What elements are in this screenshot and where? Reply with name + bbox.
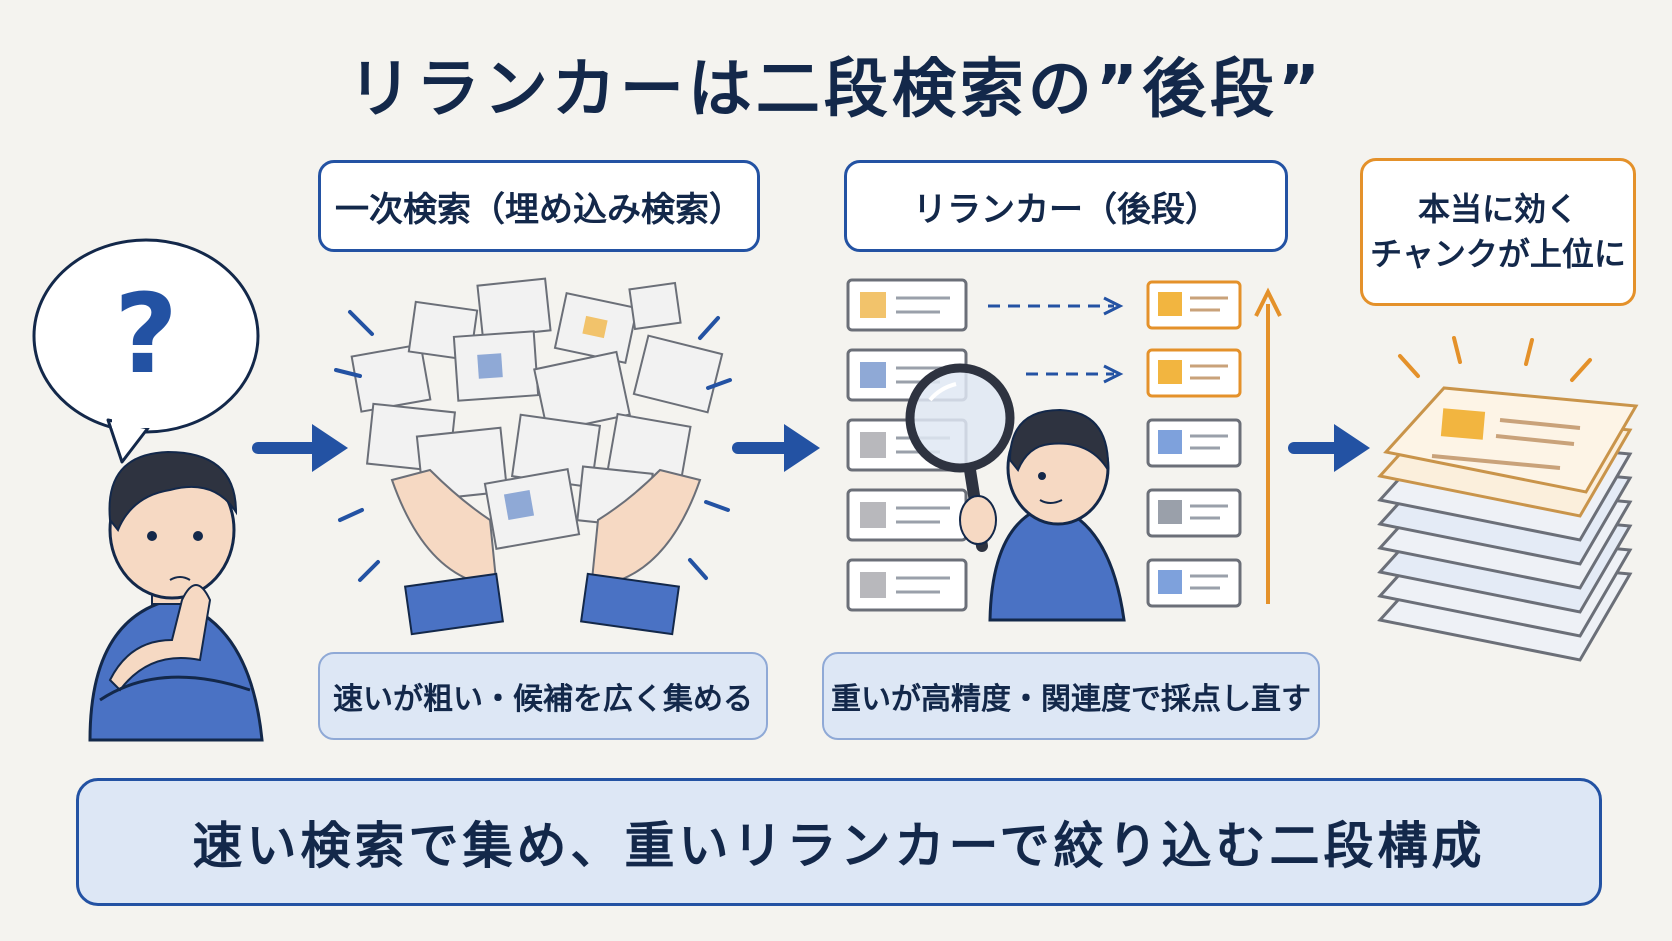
stage3-label: 本当に効く チャンクが上位に [1360,158,1636,306]
stage2-label: リランカー（後段） [844,160,1288,252]
stage1-label: 一次検索（埋め込み検索） [318,160,760,252]
document-pile-icon [334,277,732,636]
stage1-caption: 速いが粗い・候補を広く集める [318,652,768,740]
summary-banner: 速い検索で集め、重いリランカーで絞り込む二段構成 [76,778,1602,906]
thinking-person-icon [88,450,264,742]
rank-up-arrow-icon [1254,287,1282,604]
flow-arrow-1-icon [252,424,348,472]
magnifier-person-icon [905,363,1126,622]
stage3-label-line1: 本当に効く [1417,190,1578,229]
flow-arrow-2-icon [732,424,820,472]
stage2-caption: 重いが高精度・関連度で採点し直す [822,652,1320,740]
top-chunks-stack-icon [1377,336,1639,662]
question-mark-icon: ? [114,270,178,398]
stage3-label-line2: チャンクが上位に [1370,235,1626,273]
flow-arrow-3-icon [1288,424,1370,472]
page-title: リランカーは二段検索の”後段” [347,53,1325,127]
question-speech-bubble: ? [32,238,260,464]
ranked-list-icon [1146,280,1242,608]
rerank-move-arrows-icon [988,296,1124,384]
